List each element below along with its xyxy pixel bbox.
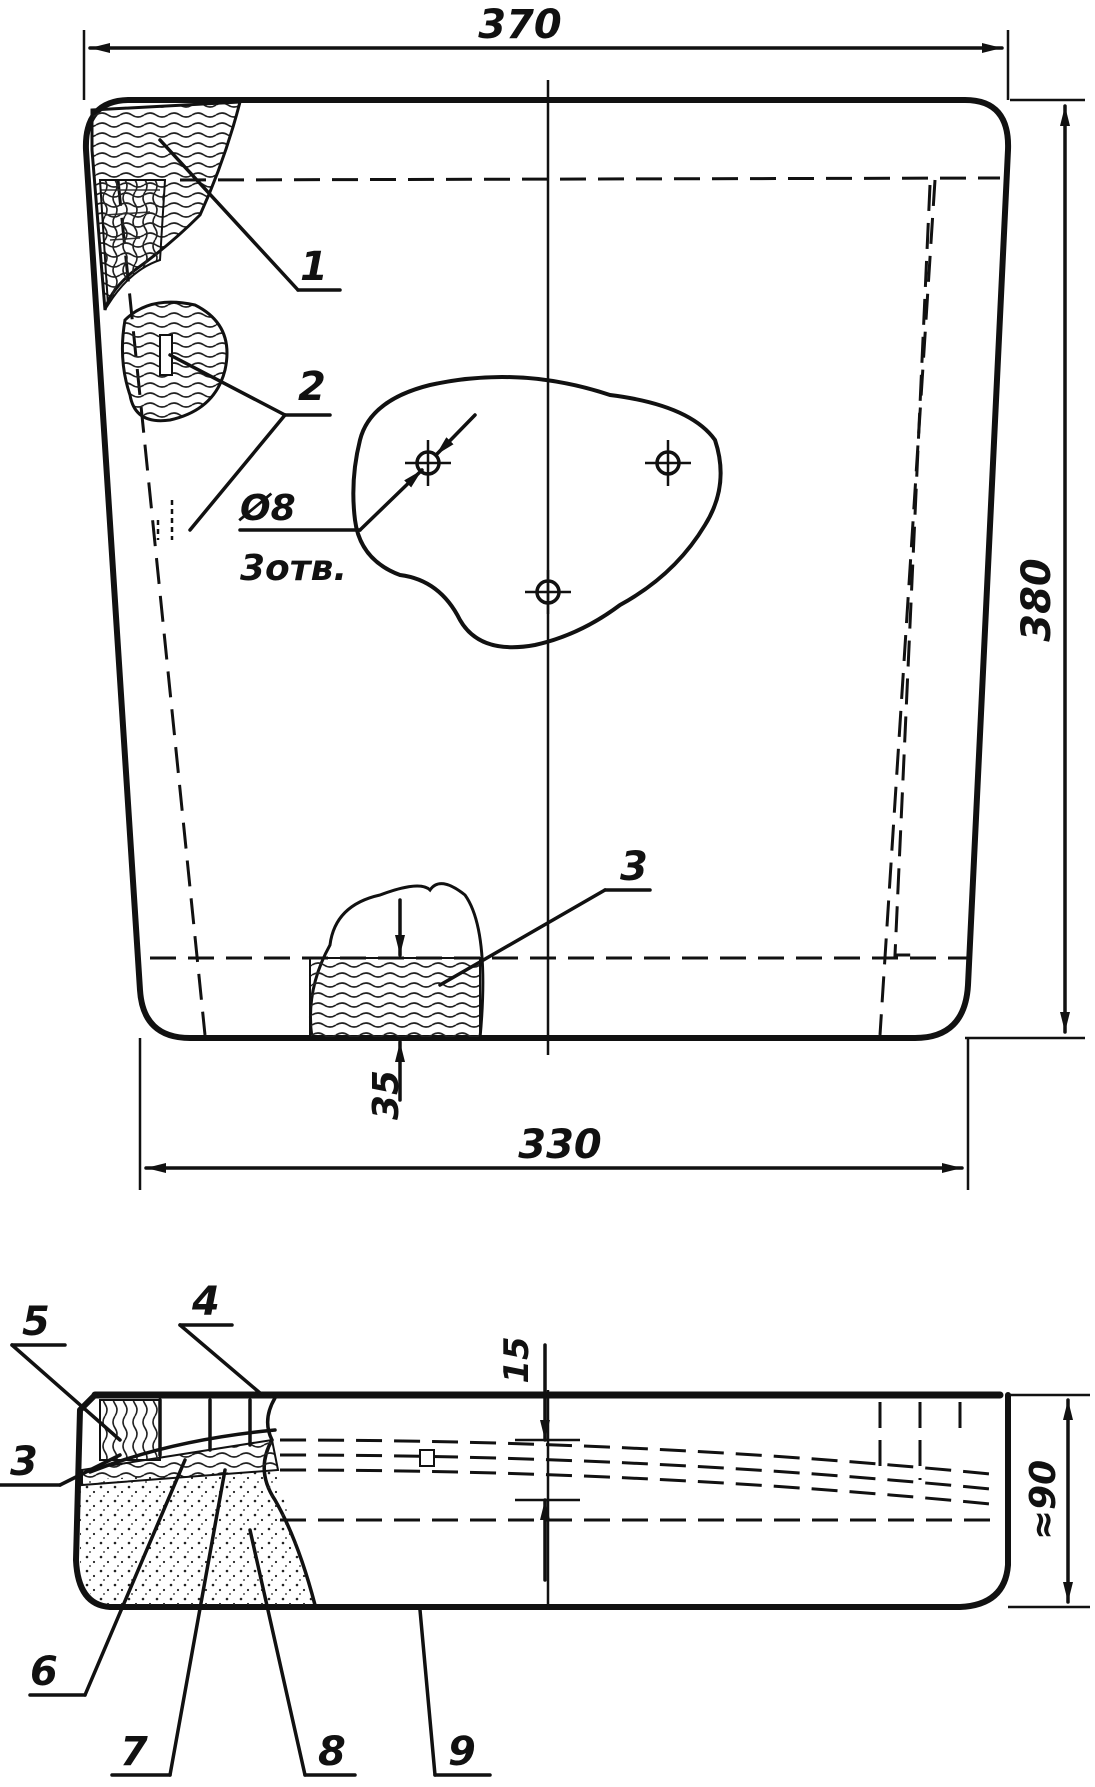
part-label-2: 2 (298, 364, 326, 410)
dim-label-35: 35 (366, 1070, 407, 1120)
dim-label-380: 380 (1014, 558, 1060, 642)
part-label-3-side: 3 (10, 1439, 38, 1485)
part-label-9: 9 (448, 1729, 476, 1775)
hole-diameter-label: Ø8 (238, 488, 296, 529)
hole-count-label: 3отв. (240, 548, 347, 589)
part-label-6: 6 (30, 1649, 58, 1695)
part2-breakout (120, 300, 229, 423)
inner-dashed-top (179, 176, 1001, 182)
part-label-3: 3 (620, 844, 648, 890)
bottom-rail-wood (309, 957, 481, 1039)
dim-label-15: 15 (497, 1336, 537, 1383)
part-label-8: 8 (318, 1729, 346, 1775)
inner-dashed-step (893, 184, 932, 957)
dim-label-330: 330 (518, 1122, 602, 1168)
dim-label-370: 370 (478, 2, 562, 48)
part-label-5: 5 (22, 1299, 50, 1345)
box-outline-side-view (73, 1392, 1011, 1610)
mounting-holes (405, 440, 691, 614)
part-label-7: 7 (120, 1729, 148, 1775)
inner-dashed-right (878, 179, 937, 1036)
corner-wood-vertical (98, 179, 167, 309)
box-outline-top-view (82, 97, 1012, 1041)
dim-label-90: ≈90 (1023, 1460, 1064, 1540)
part-label-4: 4 (191, 1279, 220, 1325)
part-label-1: 1 (300, 244, 328, 290)
foam-filling (80, 1470, 315, 1605)
side-view: 15 ≈90 5 4 3 6 7 8 9 (0, 1279, 1090, 1777)
holes-breakout (351, 375, 723, 650)
inner-dashed-left (116, 179, 207, 1036)
top-view: Ø8 3отв. 1 2 3 370 380 35 330 (82, 2, 1085, 1190)
